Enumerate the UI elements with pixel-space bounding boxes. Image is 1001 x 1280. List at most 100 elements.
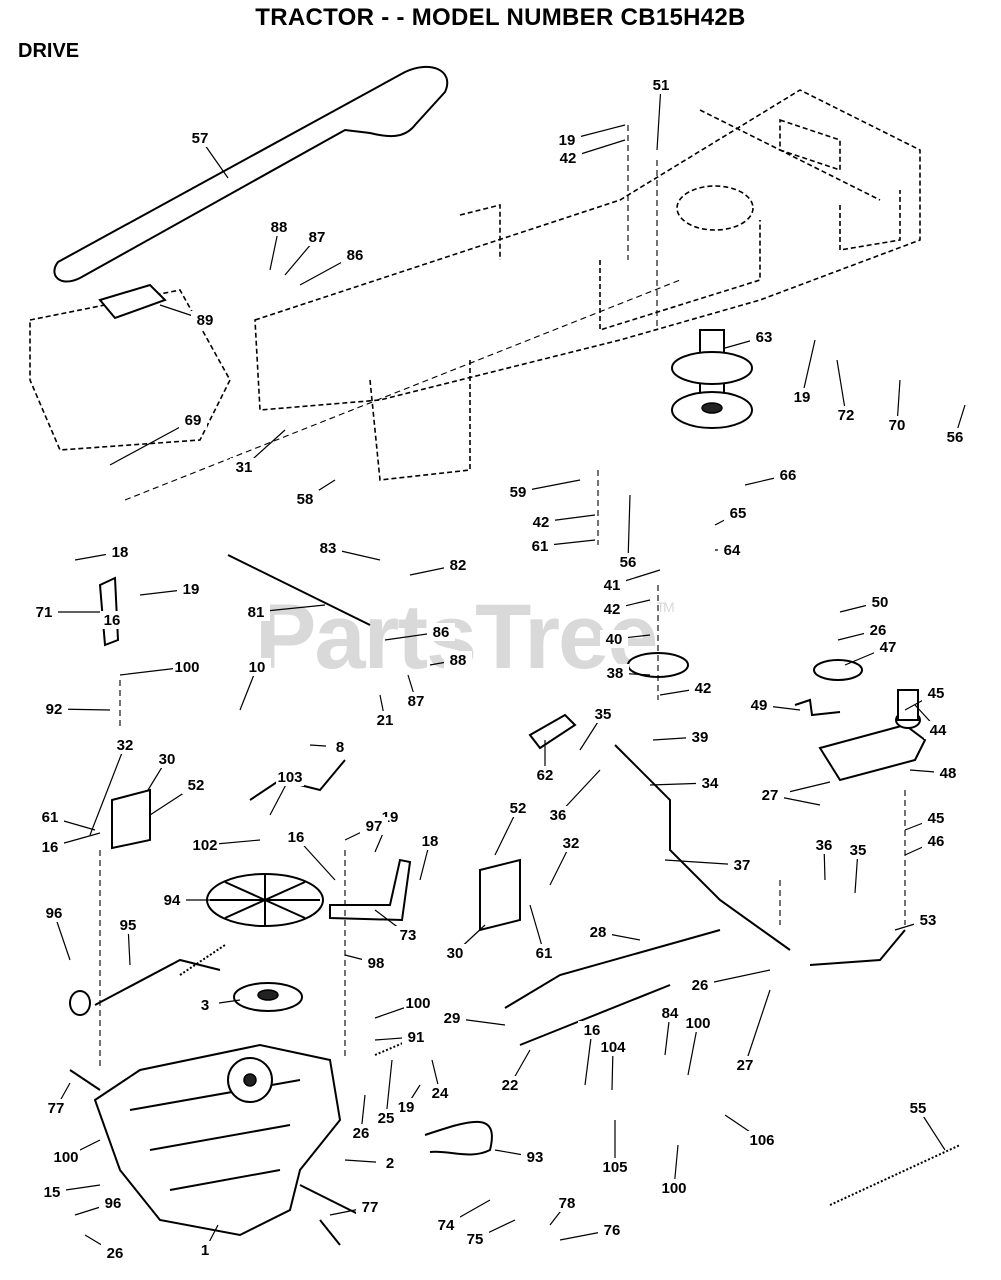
- callout-31: 31: [230, 429, 286, 476]
- callout-number: 88: [450, 652, 467, 669]
- callout-21: 21: [371, 694, 399, 729]
- callout-81: 81: [242, 603, 326, 621]
- callout-backdrop: [774, 466, 802, 484]
- callout-backdrop: [416, 832, 444, 850]
- callout-backdrop: [844, 841, 872, 859]
- callout-backdrop: [788, 388, 816, 406]
- leader-line: [627, 494, 631, 563]
- callout-backdrop: [191, 836, 219, 854]
- callout-number: 98: [368, 955, 385, 972]
- callout-backdrop: [922, 832, 950, 850]
- callout-backdrop: [689, 679, 717, 697]
- callout-96: 96: [40, 904, 71, 961]
- callout-number: 18: [112, 544, 129, 561]
- callout-backdrop: [686, 728, 714, 746]
- callout-29: 29: [438, 1009, 506, 1027]
- leader-line: [744, 989, 771, 1066]
- callout-backdrop: [42, 1099, 70, 1117]
- callout-number: 70: [889, 417, 906, 434]
- callout-number: 53: [920, 912, 937, 929]
- bracket-30-left: [111, 788, 151, 850]
- callout-backdrop: [191, 996, 219, 1014]
- callout-100: 100: [684, 1014, 712, 1076]
- callout-number: 42: [695, 680, 712, 697]
- callout-96: 96: [74, 1194, 127, 1216]
- callout-backdrop: [191, 311, 219, 329]
- callout-57: 57: [186, 129, 229, 179]
- callout-backdrop: [38, 1183, 66, 1201]
- callout-35: 35: [579, 705, 617, 751]
- callout-87: 87: [402, 674, 430, 710]
- callout-36: 36: [544, 769, 601, 824]
- callout-backdrop: [544, 806, 572, 824]
- callout-number: 28: [590, 924, 607, 941]
- callout-backdrop: [341, 246, 369, 264]
- callout-backdrop: [158, 891, 186, 909]
- callout-number: 81: [248, 604, 265, 621]
- callout-42: 42: [598, 599, 651, 618]
- variable-speed-pulley: [671, 329, 753, 429]
- callout-backdrop: [922, 684, 950, 702]
- callout-number: 88: [271, 219, 288, 236]
- callout-19: 19: [553, 124, 626, 149]
- section-label: DRIVE: [18, 40, 80, 62]
- callout-77: 77: [329, 1198, 384, 1216]
- callout-number: 32: [117, 737, 134, 754]
- callout-number: 51: [653, 77, 670, 94]
- callout-106: 106: [724, 1114, 776, 1149]
- callout-47: 47: [844, 638, 902, 666]
- callout-89: 89: [159, 304, 219, 329]
- callout-number: 94: [164, 892, 181, 909]
- callout-backdrop: [114, 916, 142, 934]
- callout-45: 45: [904, 684, 950, 711]
- callout-55: 55: [904, 1099, 946, 1151]
- callout-52: 52: [494, 799, 532, 856]
- callout-103: 103: [269, 768, 304, 816]
- callout-backdrop: [810, 836, 838, 854]
- callout-39: 39: [652, 728, 714, 746]
- callout-number: 30: [159, 751, 176, 768]
- callout-76: 76: [559, 1221, 626, 1241]
- callout-15: 15: [38, 1183, 101, 1201]
- callout-number: 87: [408, 693, 425, 710]
- callout-backdrop: [598, 600, 626, 618]
- callout-50: 50: [839, 593, 894, 613]
- callout-number: 45: [928, 810, 945, 827]
- callout-backdrop: [376, 1154, 404, 1172]
- leader-line: [836, 359, 847, 416]
- callout-backdrop: [686, 976, 714, 994]
- callout-number: 63: [756, 329, 773, 346]
- callout-86: 86: [384, 623, 455, 641]
- callout-number: 44: [930, 722, 947, 739]
- callout-number: 25: [378, 1110, 395, 1127]
- callout-number: 77: [362, 1199, 379, 1216]
- callout-105: 105: [601, 1120, 629, 1176]
- callout-backdrop: [106, 543, 134, 561]
- callout-26: 26: [837, 621, 892, 641]
- callout-backdrop: [750, 328, 778, 346]
- callout-number: 84: [662, 1005, 679, 1022]
- callout-number: 16: [104, 612, 121, 629]
- callout-backdrop: [40, 700, 68, 718]
- callout-27: 27: [731, 989, 771, 1074]
- callout-number: 48: [940, 765, 957, 782]
- callout-backdrop: [36, 808, 64, 826]
- alignment-lines: [99, 125, 906, 1070]
- callout-number: 72: [838, 407, 855, 424]
- callout-backdrop: [748, 1131, 776, 1149]
- callout-number: 95: [120, 917, 137, 934]
- callout-number: 96: [46, 905, 63, 922]
- callout-number: 36: [816, 837, 833, 854]
- callout-backdrop: [832, 406, 860, 424]
- callout-100: 100: [119, 658, 201, 676]
- callout-backdrop: [179, 411, 207, 429]
- callout-backdrop: [922, 809, 950, 827]
- callout-number: 41: [604, 577, 621, 594]
- callout-number: 19: [398, 1099, 415, 1116]
- callout-100: 100: [374, 994, 432, 1019]
- callout-number: 39: [692, 729, 709, 746]
- callout-18: 18: [74, 543, 134, 561]
- callout-77: 77: [42, 1082, 71, 1117]
- transaxle: [69, 1043, 361, 1246]
